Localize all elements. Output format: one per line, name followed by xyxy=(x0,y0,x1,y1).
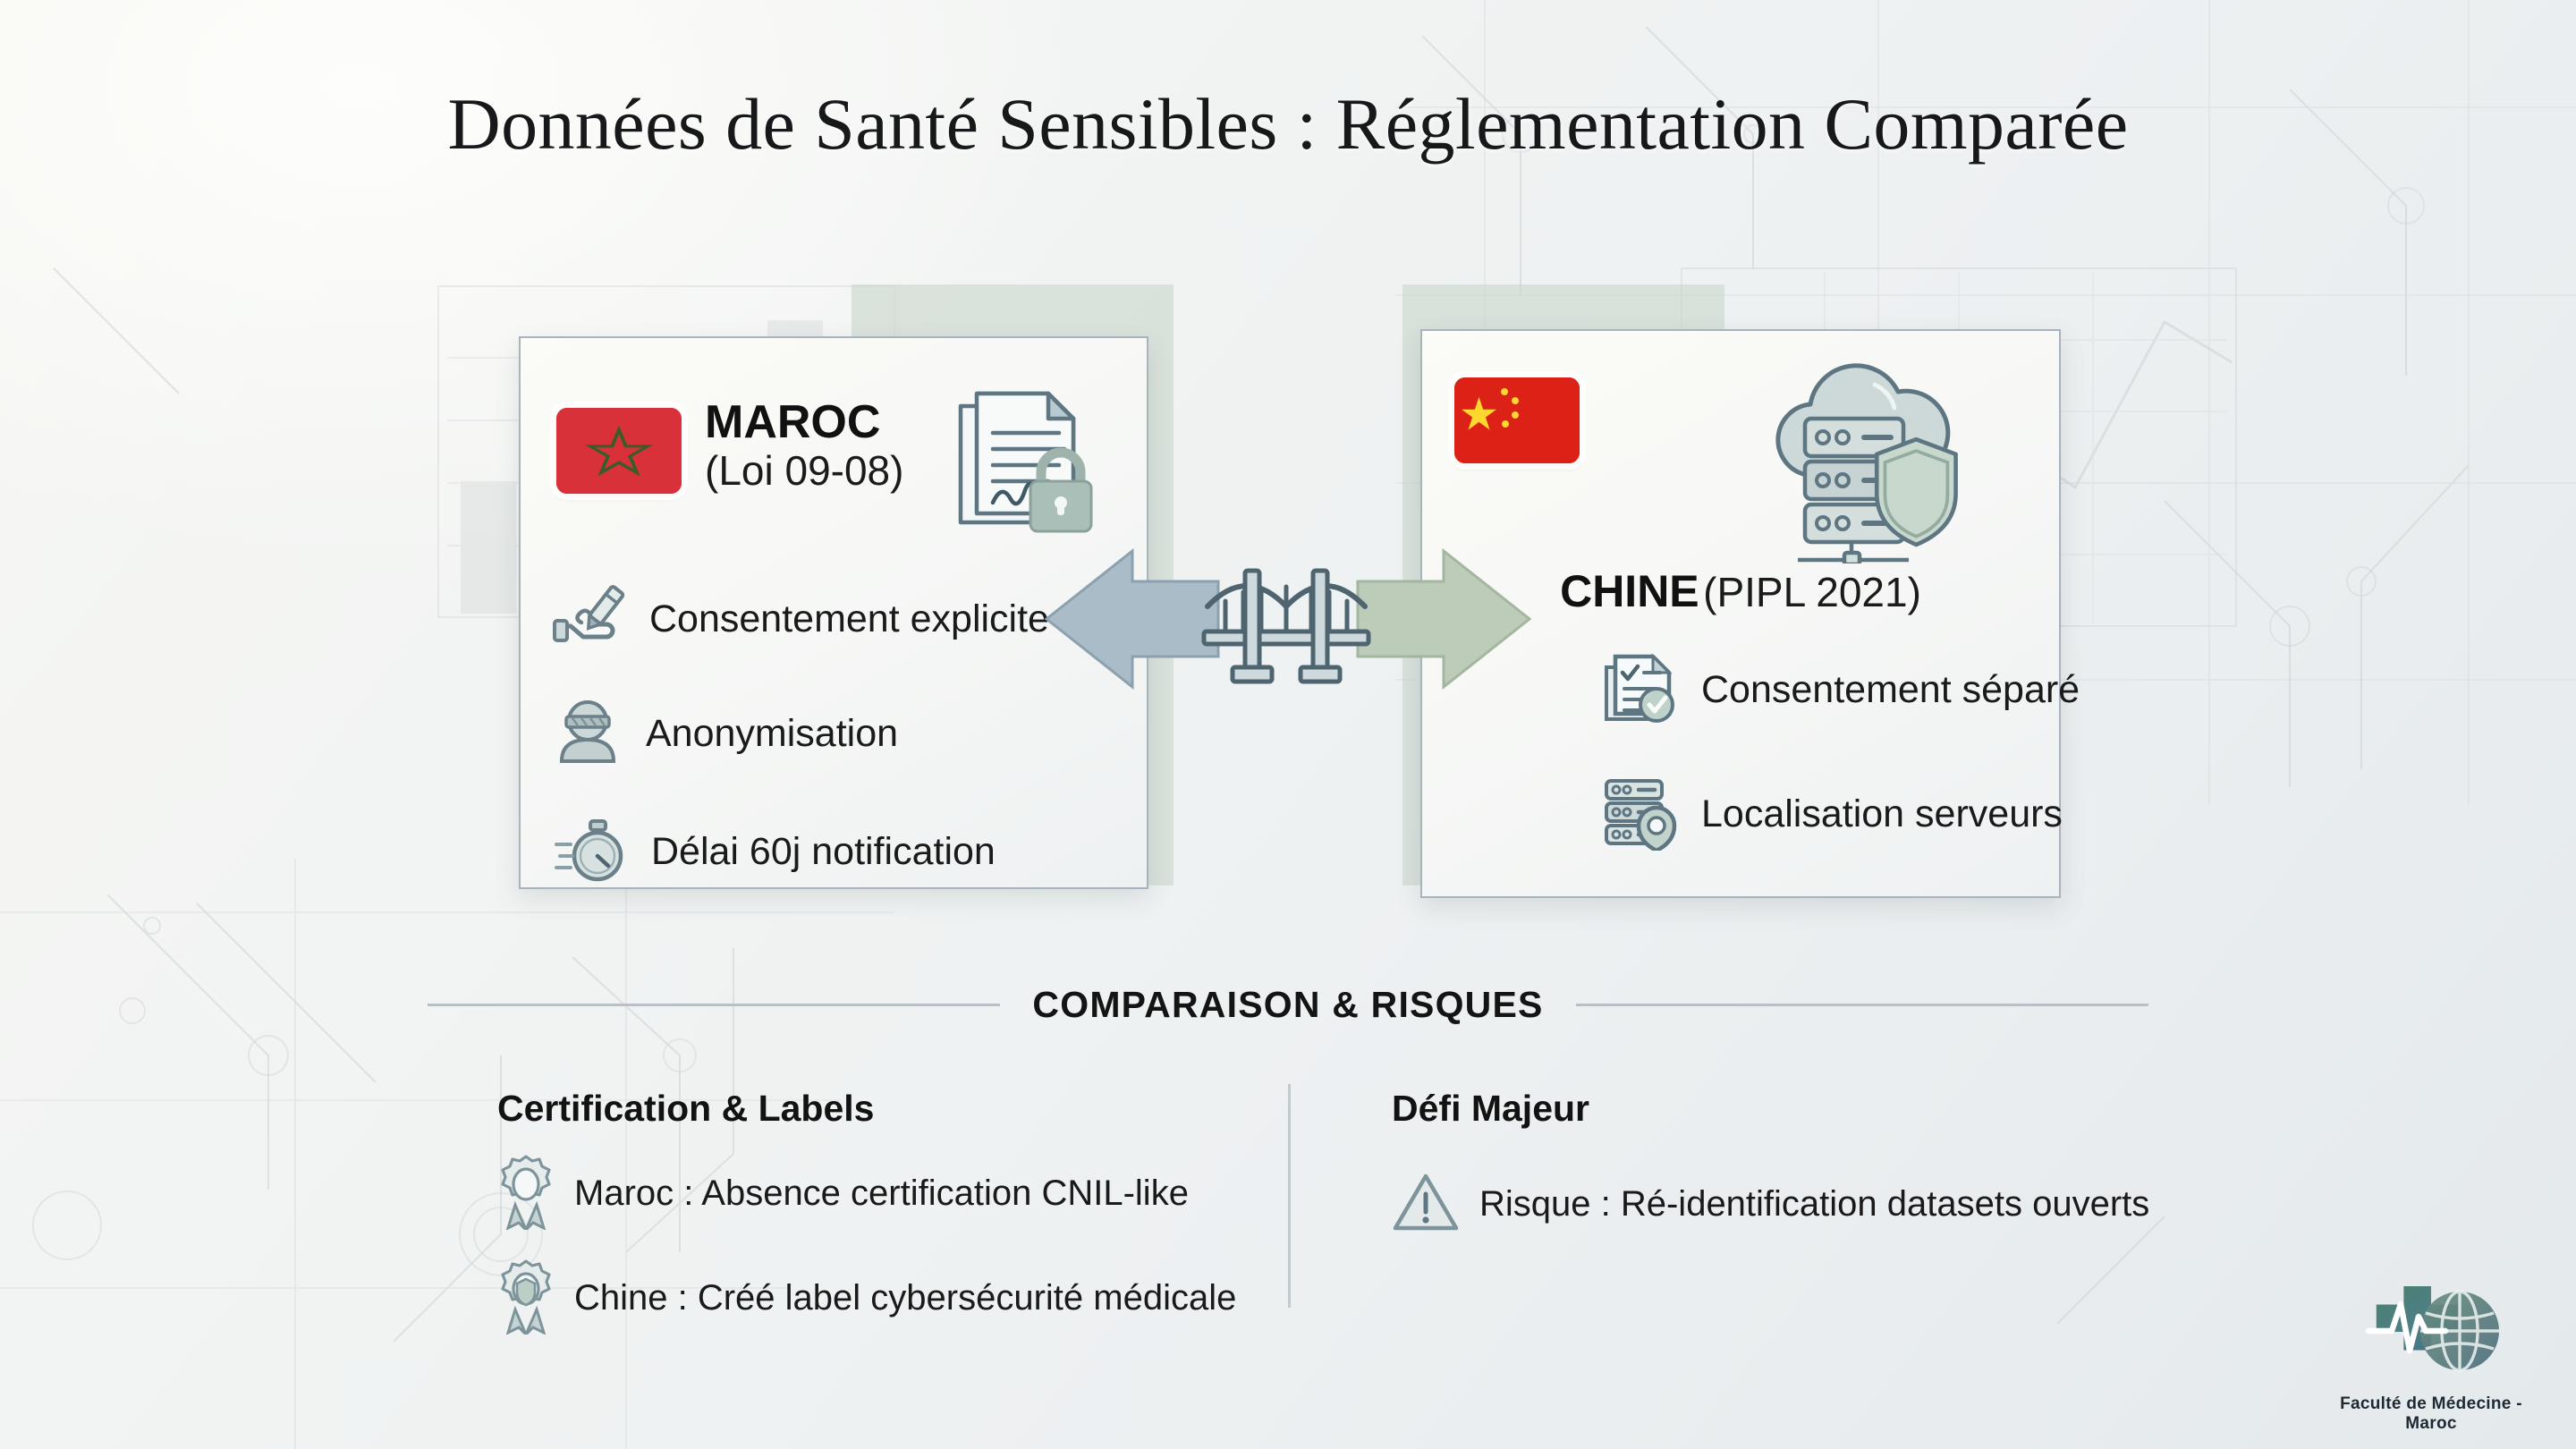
certification-heading: Certification & Labels xyxy=(497,1088,875,1129)
faculty-logo: Faculté de Médecine - Maroc xyxy=(2324,1281,2538,1434)
arrow-right-icon xyxy=(1356,547,1532,691)
stopwatch-icon xyxy=(553,814,628,890)
list-item[interactable]: Consentement explicite xyxy=(553,585,1049,654)
server-location-pin-icon xyxy=(1601,774,1678,855)
comparison-section-header: COMPARAISON & RISQUES xyxy=(0,984,2576,1026)
document-lock-icon xyxy=(941,376,1111,550)
list-item-label: Délai 60j notification xyxy=(651,830,996,873)
anonymous-person-icon xyxy=(553,697,623,771)
suspension-bridge-icon xyxy=(1201,568,1371,684)
logo-caption: Faculté de Médecine - Maroc xyxy=(2340,1394,2522,1433)
morocco-heading: MAROC (Loi 09-08) xyxy=(705,396,904,495)
list-item-label: Chine : Créé label cybersécurité médical… xyxy=(574,1278,1237,1318)
list-item[interactable]: Maroc : Absence certification CNIL-like xyxy=(497,1153,1236,1234)
list-item[interactable]: Délai 60j notification xyxy=(553,814,1049,890)
list-item[interactable]: Consentement séparé xyxy=(1601,649,2080,731)
china-law: (PIPL 2021) xyxy=(1703,569,1921,615)
list-item-label: Localisation serveurs xyxy=(1701,792,2063,835)
certification-column: Certification & Labels Maroc : Absence c… xyxy=(497,1088,1236,1339)
list-item-label: Consentement séparé xyxy=(1701,668,2080,711)
warning-triangle-icon xyxy=(1392,1171,1460,1238)
vertical-divider xyxy=(1288,1084,1291,1308)
morocco-name: MAROC xyxy=(705,396,881,448)
list-item[interactable]: Localisation serveurs xyxy=(1601,774,2080,855)
country-card-china[interactable]: CHINE (PIPL 2021) xyxy=(1420,329,2080,898)
checklist-verified-icon xyxy=(1601,649,1678,731)
china-flag-icon xyxy=(1454,377,1580,463)
list-item-label: Consentement explicite xyxy=(649,597,1049,640)
morocco-bullet-list: Consentement explicite Anonymisation xyxy=(553,585,1049,933)
cloud-server-shield-icon xyxy=(1751,349,1975,568)
list-item[interactable]: Chine : Créé label cybersécurité médical… xyxy=(497,1258,1236,1339)
china-bullet-list: Consentement séparé xyxy=(1601,649,2080,898)
list-item[interactable]: Risque : Ré-identification datasets ouve… xyxy=(1392,1171,2149,1238)
page-title: Données de Santé Sensibles : Réglementat… xyxy=(447,83,2129,165)
challenge-heading: Défi Majeur xyxy=(1392,1088,1589,1129)
list-item-label: Risque : Ré-identification datasets ouve… xyxy=(1479,1184,2150,1224)
china-name: CHINE xyxy=(1560,566,1699,616)
divider-right xyxy=(1575,1004,2148,1006)
country-card-morocco[interactable]: MAROC (Loi 09-08) xyxy=(519,336,1148,889)
divider-left xyxy=(428,1004,1001,1006)
list-item-label: Anonymisation xyxy=(646,712,899,755)
challenge-column: Défi Majeur Risque : Ré-identification d… xyxy=(1392,1088,2149,1238)
china-heading: CHINE (PIPL 2021) xyxy=(1422,565,2059,617)
morocco-law: (Loi 09-08) xyxy=(705,447,904,495)
award-ribbon-shield-icon xyxy=(497,1258,555,1339)
list-item-label: Maroc : Absence certification CNIL-like xyxy=(574,1174,1189,1213)
list-item[interactable]: Anonymisation xyxy=(553,697,1049,771)
hand-signature-icon xyxy=(553,585,626,654)
award-ribbon-icon xyxy=(497,1153,555,1234)
morocco-flag-icon xyxy=(556,408,682,494)
comparison-title: COMPARAISON & RISQUES xyxy=(1032,984,1544,1025)
medical-cross-globe-icon xyxy=(2365,1286,2499,1372)
arrow-left-icon xyxy=(1044,547,1220,691)
